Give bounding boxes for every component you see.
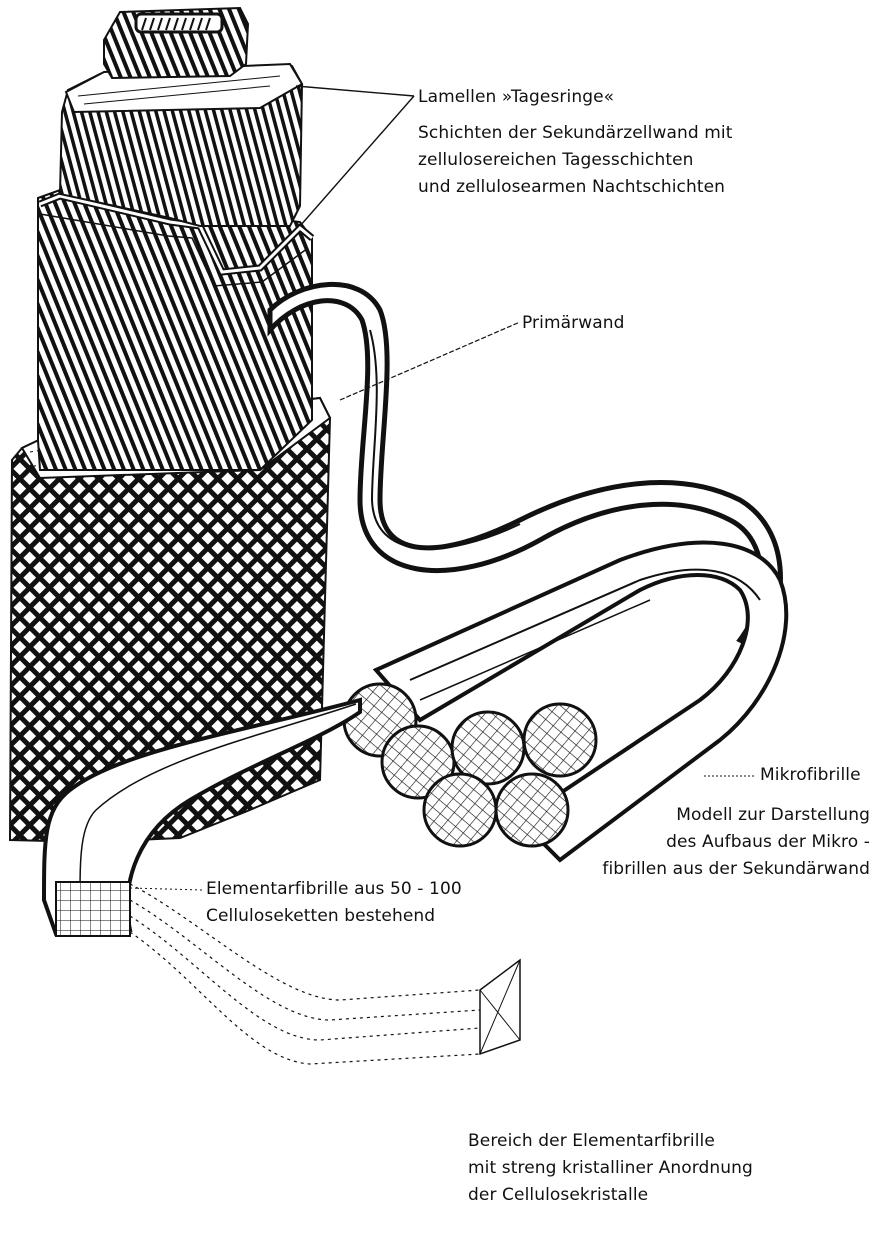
label-lamellen-title: Lamellen »Tagesringe«	[418, 84, 614, 111]
label-elementarfibrille: Elementarfibrille aus 50 - 100 Cellulose…	[206, 876, 462, 930]
label-lamellen-line: zellulosereichen Tagesschichten	[418, 147, 733, 174]
label-elementarfibrille-line: Elementarfibrille aus 50 - 100	[206, 876, 462, 903]
label-kristallin: Bereich der Elementarfibrille mit streng…	[468, 1128, 753, 1209]
cell-core-top	[104, 8, 248, 78]
label-primaerwand-title: Primärwand	[522, 310, 625, 337]
label-lamellen: Lamellen »Tagesringe«	[418, 84, 614, 111]
label-mikrofibrille-description: Modell zur Darstellung des Aufbaus der M…	[602, 802, 870, 883]
microfibril-cross-section	[344, 684, 596, 846]
label-elementarfibrille-line: Celluloseketten bestehend	[206, 903, 462, 930]
label-lamellen-description: Schichten der Sekundärzellwand mit zellu…	[418, 120, 733, 201]
label-kristallin-line: Bereich der Elementarfibrille	[468, 1128, 753, 1155]
peeling-lamella	[270, 284, 780, 650]
label-mikrofibrille-line: Modell zur Darstellung	[602, 802, 870, 829]
secondary-wall-upper	[60, 64, 302, 226]
label-mikrofibrille: Mikrofibrille	[760, 762, 861, 789]
label-primaerwand: Primärwand	[522, 310, 625, 337]
label-kristallin-line: mit streng kristalliner Anordnung	[468, 1155, 753, 1182]
label-mikrofibrille-title: Mikrofibrille	[760, 762, 861, 789]
label-kristallin-line: der Cellulosekristalle	[468, 1182, 753, 1209]
label-mikrofibrille-line: fibrillen aus der Sekundärwand	[602, 856, 870, 883]
label-mikrofibrille-line: des Aufbaus der Mikro -	[602, 829, 870, 856]
label-lamellen-line: und zellulosearmen Nachtschichten	[418, 174, 733, 201]
label-lamellen-line: Schichten der Sekundärzellwand mit	[418, 120, 733, 147]
